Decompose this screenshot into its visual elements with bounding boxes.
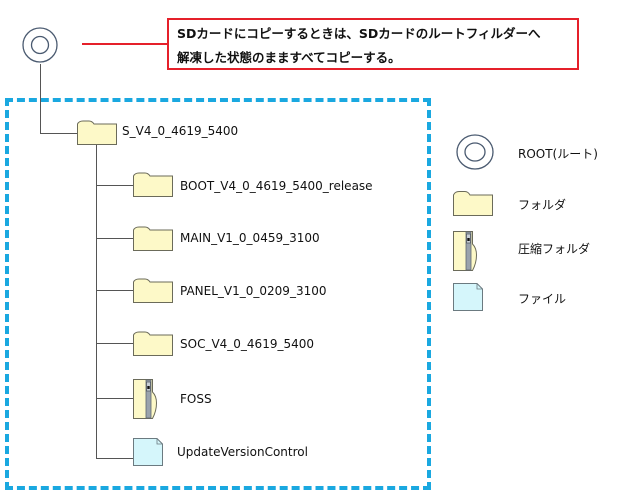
legend-label: ファイル (518, 292, 567, 306)
folder-icon (133, 278, 173, 303)
legend-root-disc-icon (455, 133, 495, 171)
note-line-1: SDカードにコピーするときは、SDカードのルートフィルダーへ (177, 26, 541, 41)
tree-line (96, 143, 97, 458)
tree-line (96, 185, 134, 186)
legend-folder-icon (453, 190, 493, 216)
tree-line (40, 133, 78, 134)
legend-label: ROOT(ルート) (518, 147, 598, 161)
note-line-2: 解凍した状態のまますべてコピーする。 (177, 50, 401, 65)
tree-node-label: S_V4_0_4619_5400 (122, 124, 239, 138)
tree-node-label: FOSS (180, 392, 212, 406)
folder-icon (77, 120, 117, 145)
folder-icon (133, 226, 173, 251)
tree-node-label: UpdateVersionControl (177, 445, 308, 459)
root-disc-icon (21, 26, 59, 64)
tree-line (40, 64, 41, 133)
legend-label: フォルダ (518, 198, 567, 212)
tree-line (96, 343, 134, 344)
instruction-note: SDカードにコピーするときは、SDカードのルートフィルダーへ 解凍した状態のまま… (167, 18, 579, 70)
tree-line (96, 398, 134, 399)
tree-line (96, 290, 134, 291)
tree-node-label: BOOT_V4_0_4619_5400_release (180, 179, 373, 193)
tree-node-label: PANEL_V1_0_0209_3100 (180, 284, 327, 298)
tree-line (96, 458, 134, 459)
tree-node-label: MAIN_V1_0_0459_3100 (180, 231, 320, 245)
tree-line (96, 238, 134, 239)
legend-zip-folder-icon (453, 231, 479, 271)
note-connector-line (82, 43, 167, 45)
file-icon (133, 438, 163, 466)
folder-icon (133, 172, 173, 197)
legend-file-icon (453, 283, 483, 311)
legend-label: 圧縮フォルダ (518, 242, 591, 256)
tree-node-label: SOC_V4_0_4619_5400 (180, 337, 314, 351)
folder-icon (133, 331, 173, 356)
zip-folder-icon (133, 379, 159, 419)
sd-root-contents-region (5, 98, 431, 490)
